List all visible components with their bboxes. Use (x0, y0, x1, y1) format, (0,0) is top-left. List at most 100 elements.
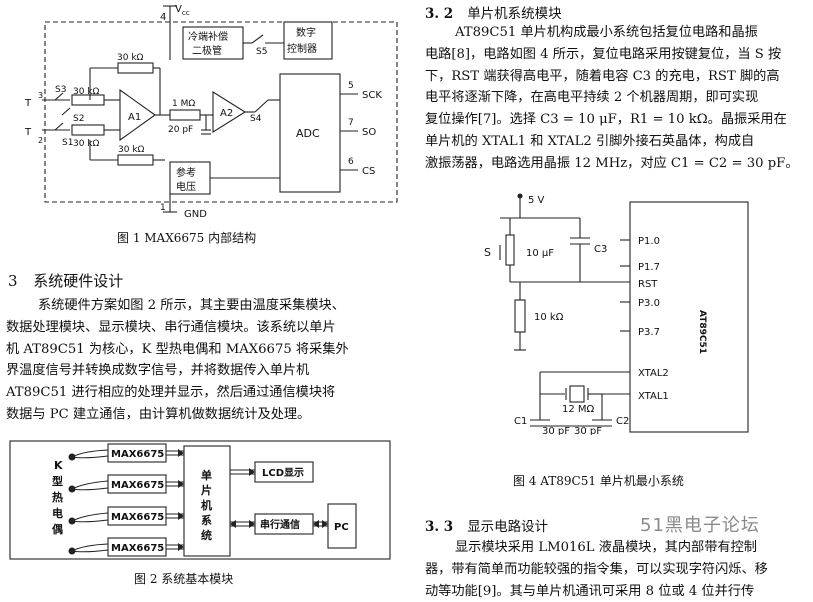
pin-xtal1-label: XTAL1 (638, 391, 669, 402)
gnd-label: GND (184, 209, 207, 220)
section3-body: 系统硬件方案如图 2 所示，其主要由温度采集模块、 数据处理模块、显示模块、串行… (6, 295, 349, 426)
section32-line: 电平将逐渐下降，在高电平持续 2 个机器周期，即可实现 (425, 90, 759, 106)
a2-label: A2 (220, 108, 233, 119)
thermo-char: 电 (52, 506, 63, 520)
ref-box-line1: 参考 (176, 166, 196, 179)
resistor-30k-bottom (117, 154, 154, 166)
c2-value-label: 30 pF (574, 426, 602, 435)
pin-p10-label: P1.0 (638, 236, 660, 247)
vcc-label: Vcc (175, 4, 190, 17)
sck-label: SCK (362, 90, 382, 101)
r3-label: 30 kΩ (73, 139, 100, 149)
section3-line: 界温度信号并转换成数字信号，并将数据传入单片机 (6, 363, 310, 379)
section33-title: 显示电路设计 (467, 519, 549, 535)
figure4-diagram: 5 V S 10 μF C3 10 kΩ P1.0 P1.7 RST P3.0 … (484, 193, 749, 435)
section32-heading: 3. 2 单片机系统模块 (425, 2, 562, 22)
r-1m-label: 1 MΩ (172, 99, 195, 109)
max-label: MAX6675 (111, 480, 164, 491)
v5-label: 5 V (528, 195, 545, 206)
section32-number: 3. 2 (425, 6, 454, 22)
max-label: MAX6675 (111, 543, 164, 554)
section33-body: 显示模块采用 LM016L 液晶模块，其内部带有控制 器，带有简单而功能较强的指… (425, 537, 768, 602)
thermo-char: 型 (52, 474, 63, 488)
section33-line: 显示模块采用 LM016L 液晶模块，其内部带有控制 (455, 540, 757, 555)
r4-label: 30 kΩ (118, 145, 145, 155)
r2-label: 30 kΩ (73, 87, 100, 97)
switch-s-label: S (484, 246, 491, 259)
max6675-outline (44, 21, 398, 203)
ctrl-box-line1: 数字 (296, 26, 316, 39)
s3-label: S3 (55, 85, 66, 95)
figure2-caption: 图 2 系统基本模块 (134, 572, 234, 586)
c20-label: 20 pF (168, 125, 193, 135)
section32-line: AT89C51 单片机构成最小系统包括复位电路和晶振 (455, 25, 758, 40)
c1-label: C1 (514, 416, 527, 427)
mcu-box (183, 445, 231, 557)
section32-line: 激振荡器，电路选用晶振 12 MHz，对应 C1 = C2 = 30 pF。 (425, 155, 799, 171)
watermark: 51黑电子论坛 (640, 515, 760, 536)
tplus-label: T (24, 98, 32, 109)
max-box-3 (107, 506, 167, 526)
mcu-char: 统 (201, 528, 212, 542)
pin-p30-label: P3.0 (638, 298, 660, 309)
r1-resistor (514, 299, 526, 333)
pin4-label: 4 (160, 12, 166, 23)
mcu-char: 单 (201, 468, 212, 482)
a2-opamp (212, 91, 247, 133)
s5-label: S5 (256, 47, 267, 57)
section3-title: 系统硬件设计 (33, 272, 124, 290)
pin5-label: 5 (348, 81, 354, 91)
thermo-char: 偶 (52, 522, 63, 536)
mcu-char: 片 (201, 483, 212, 497)
figure4-caption: 图 4 AT89C51 单片机最小系统 (513, 474, 684, 488)
crystal (569, 385, 585, 403)
c2-label: C2 (616, 416, 629, 427)
s2-label: S2 (73, 114, 84, 124)
figure2-frame (9, 440, 391, 560)
comp-box-line2: 二极管 (192, 44, 222, 57)
tminus-label: T (24, 127, 32, 138)
cs-label: CS (362, 166, 375, 177)
c3-label: C3 (594, 244, 607, 255)
section32-body: AT89C51 单片机构成最小系统包括复位电路和晶振 电路[8]，电路如图 4 … (425, 22, 799, 175)
pin-p37-label: P3.7 (638, 327, 660, 338)
section33-line: 器，带有简单而功能较强的指令集，可以实现字符闪烁、移 (425, 561, 768, 577)
pin1-label: 1 (160, 203, 166, 213)
max-label: MAX6675 (111, 512, 164, 523)
max-label: MAX6675 (111, 449, 164, 460)
max-box-2 (107, 474, 167, 494)
section33-line: 动等功能[9]。其与单片机通讯可采用 8 位或 4 位并行传 (425, 583, 755, 599)
mcu-char: 系 (201, 513, 212, 527)
section32-title: 单片机系统模块 (467, 6, 562, 22)
chip-label: AT89C51 (697, 310, 707, 354)
figure2-diagram: K 型 热 电 偶 MAX6675 MAX6675 MAX6675 MAX667… (9, 440, 391, 560)
pin2-label: 2 (38, 136, 43, 145)
pin-p17-label: P1.7 (638, 262, 660, 273)
max-box-1 (107, 443, 167, 463)
ref-box-line2: 电压 (176, 180, 196, 193)
pin7-label: 7 (348, 118, 354, 128)
section33-heading: 3. 3 显示电路设计 (425, 515, 548, 535)
digital-controller-box (283, 21, 333, 60)
resistor-30k-in2 (71, 124, 105, 136)
r1-label: 30 kΩ (117, 53, 144, 63)
pin-xtal2-label: XTAL2 (638, 368, 669, 379)
section3-line: 数据与 PC 建立通信，由计算机做数据统计及处理。 (6, 406, 311, 422)
c10-label: 10 μF (526, 248, 554, 259)
pin3-label: 3 (38, 91, 43, 100)
max-box-4 (107, 537, 167, 557)
resistor-30k-top (117, 62, 154, 74)
section3-line: 数据处理模块、显示模块、串行通信模块。该系统以单片 (6, 319, 336, 335)
section3-line: 机 AT89C51 为核心，K 型热电偶和 MAX6675 将采集外 (6, 341, 349, 357)
s1-label: S1 (62, 138, 73, 148)
so-label: SO (362, 127, 376, 138)
thermo-char: 热 (52, 490, 63, 504)
pin6-label: 6 (348, 157, 354, 167)
r10k-label: 10 kΩ (534, 312, 564, 323)
section33-number: 3. 3 (425, 519, 454, 535)
section3-line: AT89C51 进行相应的处理并显示，然后通过通信模块将 (6, 385, 336, 401)
section32-line: 单片机的 XTAL1 和 XTAL2 引脚外接石英晶体，构成自 (425, 133, 755, 149)
lcd-label: LCD显示 (262, 467, 304, 479)
section32-line: 下，RST 端获得高电平，随着电容 C3 的充电，RST 脚的高 (425, 68, 780, 84)
section3-heading: 3 系统硬件设计 (8, 270, 123, 291)
